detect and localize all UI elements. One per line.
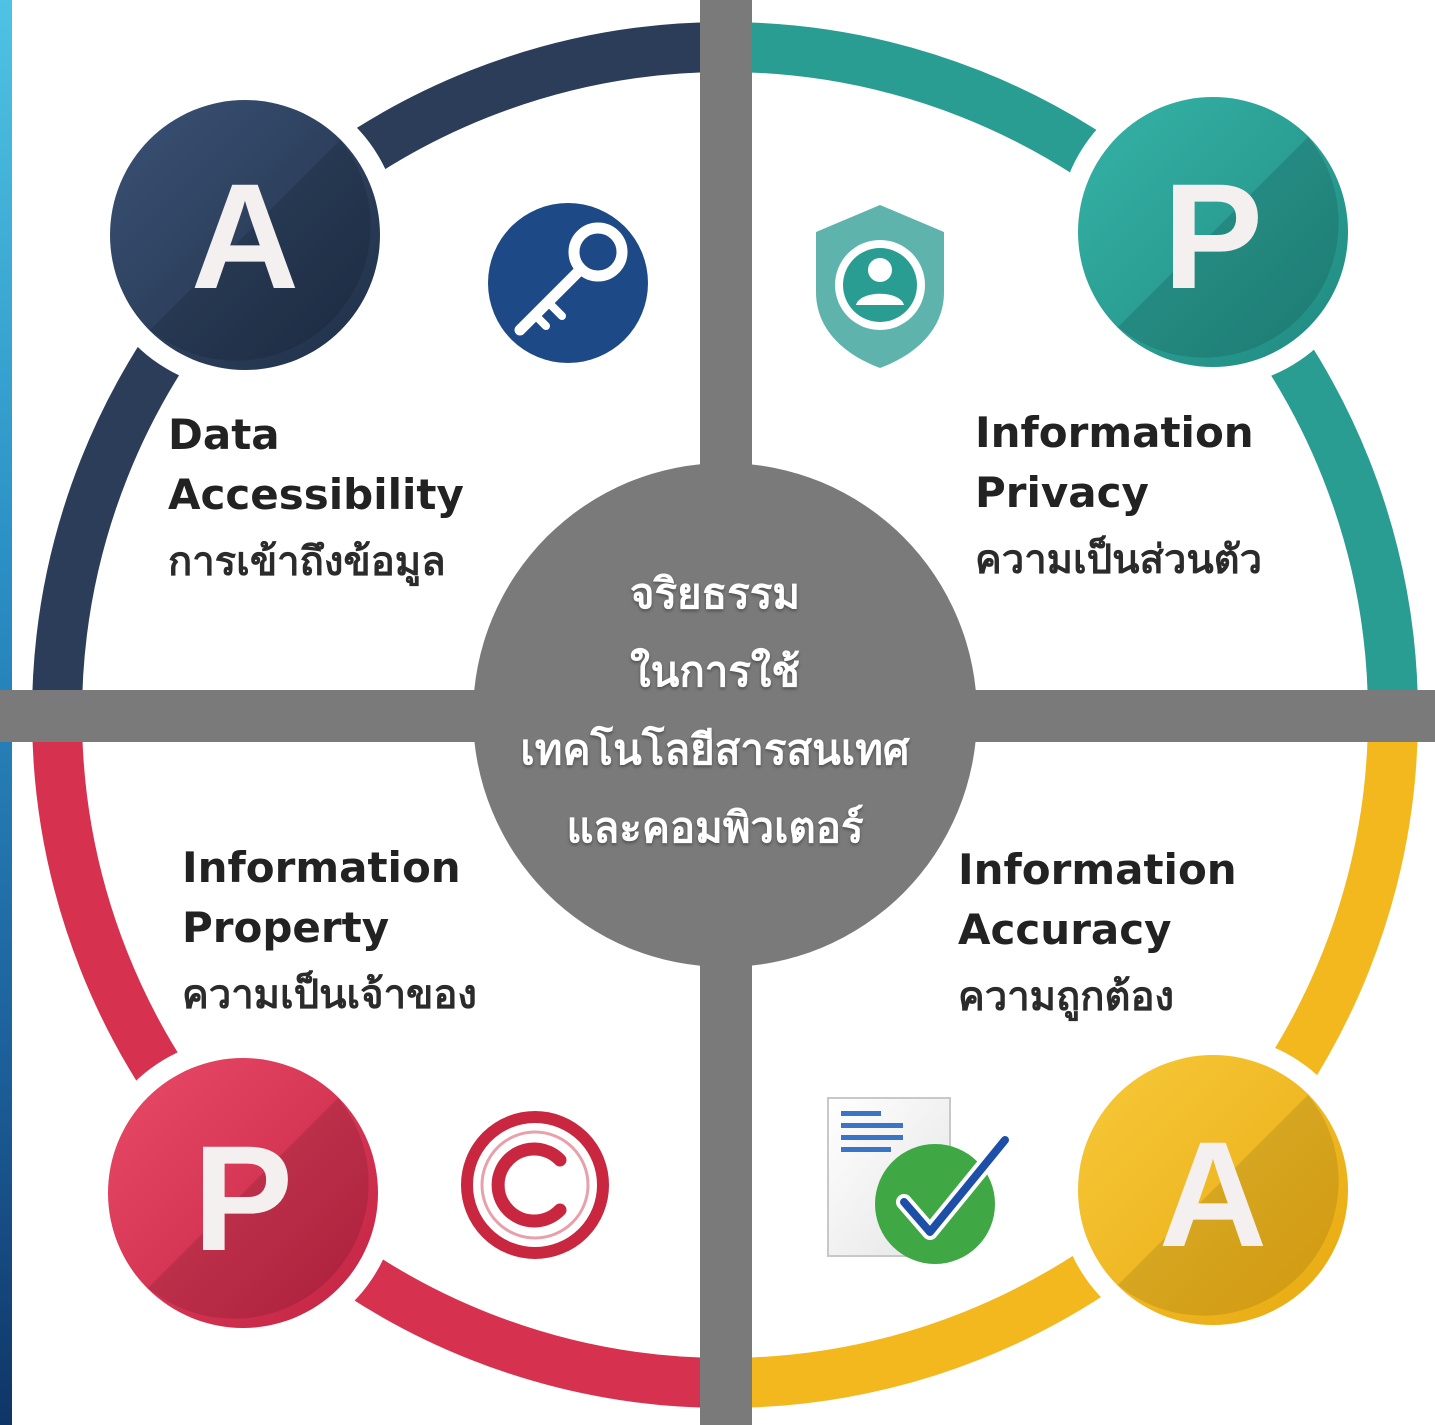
thai-label: ความถูกต้อง [958, 974, 1175, 1020]
center-line-2: ในการใช้ [630, 647, 800, 696]
title-line-2: Property [182, 903, 390, 952]
title-line-1: Information [975, 408, 1254, 457]
badge-p-privacy: P [1058, 77, 1368, 387]
thai-label: การเข้าถึงข้อมูล [168, 539, 446, 585]
title-line-2: Privacy [975, 468, 1149, 517]
document-check-icon [827, 1097, 1013, 1264]
letter-a-top: A [191, 152, 299, 320]
copyright-icon [461, 1111, 609, 1259]
badge-a-accuracy: A [1058, 1035, 1368, 1345]
thai-label: ความเป็นเจ้าของ [182, 972, 477, 1018]
badge-p-property: P [88, 1038, 398, 1348]
badge-a-accessibility: A [90, 80, 400, 390]
title-line-1: Data [168, 410, 280, 459]
center-circle [473, 463, 977, 967]
thai-label: ความเป็นส่วนตัว [975, 537, 1263, 583]
key-icon [488, 203, 648, 363]
center-line-3: เทคโนโลยีสารสนเทศ [520, 725, 910, 774]
letter-a-bottom: A [1159, 1110, 1267, 1278]
label-information-privacy: Information Privacy ความเป็นส่วนตัว [975, 403, 1335, 597]
privacy-shield-icon [816, 205, 944, 368]
letter-p-top: P [1163, 152, 1263, 320]
center-title: จริยธรรม ในการใช้ เทคโนโลยีสารสนเทศ และค… [465, 555, 965, 867]
title-line-2: Accuracy [958, 905, 1172, 954]
label-data-accessibility: Data Accessibility การเข้าถึงข้อมูล [168, 405, 498, 599]
label-information-accuracy: Information Accuracy ความถูกต้อง [958, 840, 1278, 1034]
title-line-2: Accessibility [168, 470, 464, 519]
center-line-4: และคอมพิวเตอร์ [566, 803, 864, 852]
title-line-1: Information [182, 843, 461, 892]
label-information-property: Information Property ความเป็นเจ้าของ [182, 838, 542, 1032]
center-line-1: จริยธรรม [629, 569, 801, 618]
title-line-1: Information [958, 845, 1237, 894]
letter-p-bottom: P [193, 1114, 293, 1282]
